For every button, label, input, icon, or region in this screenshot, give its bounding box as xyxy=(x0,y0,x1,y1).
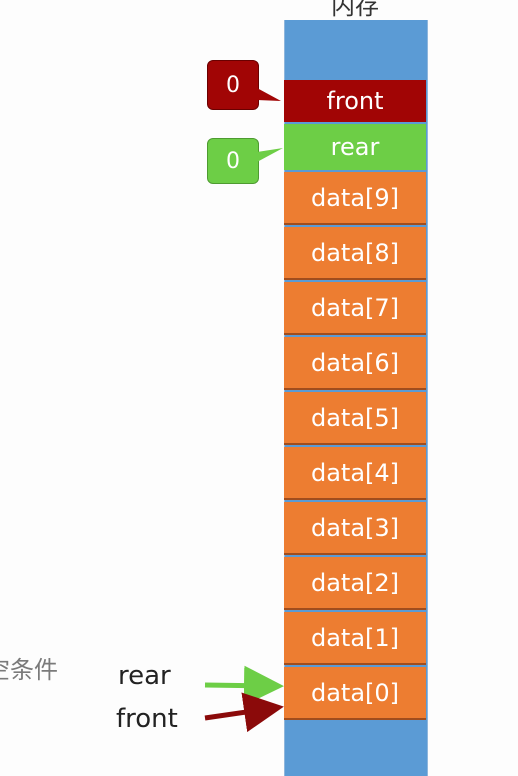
data-cell-3: data[3] xyxy=(284,502,426,555)
rear-arrow-label: rear xyxy=(118,661,171,691)
front-pointer-box: 0 xyxy=(207,60,259,110)
data-cell-1: data[1] xyxy=(284,612,426,665)
rear-callout-tail xyxy=(257,148,283,162)
front-cell: front xyxy=(284,80,426,122)
rear-cell: rear xyxy=(284,124,426,170)
data-cell-9: data[9] xyxy=(284,172,426,225)
memory-title: 内存 xyxy=(331,0,379,20)
rear-arrow xyxy=(204,665,284,706)
data-cell-5: data[5] xyxy=(284,392,426,445)
data-cell-6: data[6] xyxy=(284,337,426,390)
data-cell-7: data[7] xyxy=(284,282,426,335)
data-cell-0: data[0] xyxy=(284,667,426,720)
rear-pointer-box: 0 xyxy=(207,138,259,184)
front-callout-tail xyxy=(257,88,281,101)
data-cell-4: data[4] xyxy=(284,447,426,500)
data-cell-8: data[8] xyxy=(284,227,426,280)
front-arrow-label: front xyxy=(116,704,178,734)
front-arrow xyxy=(204,692,284,733)
data-cell-2: data[2] xyxy=(284,557,426,610)
side-caption: 空条件 xyxy=(0,656,58,684)
